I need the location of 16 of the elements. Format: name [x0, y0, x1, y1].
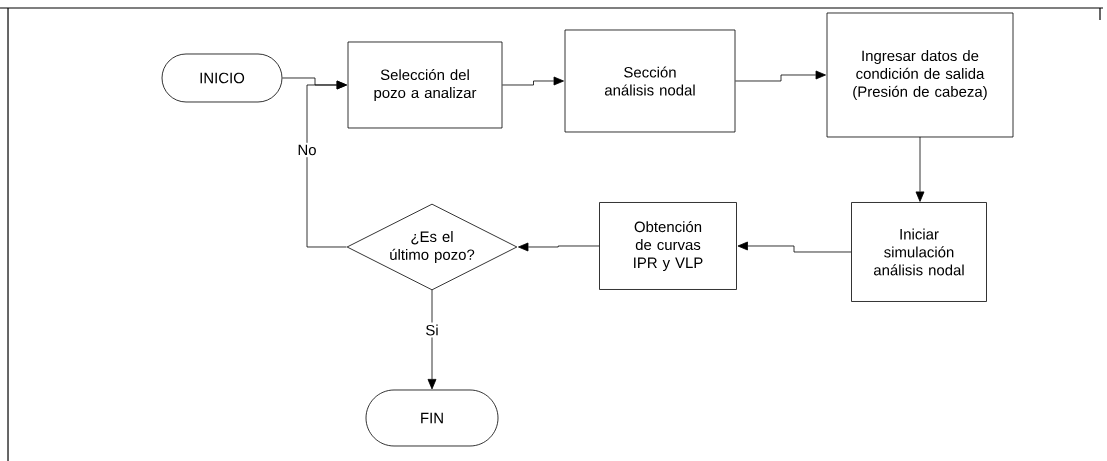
- process-box: Obtención de curvas IPR y VLP: [599, 202, 737, 290]
- process-box: Iniciar simulación análisis nodal: [851, 202, 987, 302]
- end-terminal: FIN: [365, 389, 499, 447]
- process-box: Ingresar datos de condición de salida (Presión de cabeza): [826, 12, 1014, 138]
- arrow: [735, 70, 826, 82]
- process-box: Selección del pozo a analizar: [347, 41, 503, 129]
- arrow: [518, 242, 600, 252]
- arrow: [427, 289, 437, 390]
- arrow: [737, 241, 852, 253]
- arrow: [502, 76, 564, 86]
- process-box: Sección análisis nodal: [564, 29, 736, 133]
- edge-label: Si: [423, 322, 441, 338]
- arrow: [915, 136, 925, 202]
- start-terminal: INICIO: [161, 53, 283, 103]
- edge-label: No: [295, 142, 319, 158]
- arrow: [306, 80, 347, 248]
